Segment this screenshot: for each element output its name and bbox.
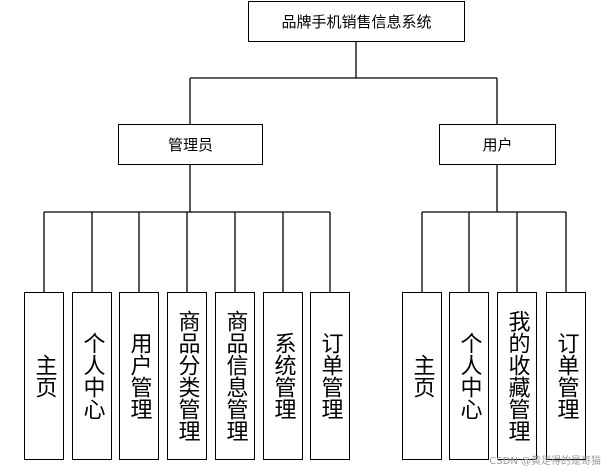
module-node-home: 主页 — [24, 292, 64, 460]
module-node-profile: 个人中心 — [72, 292, 112, 460]
branch-node-user: 用户 — [439, 124, 556, 165]
module-node-system-management: 系统管理 — [263, 292, 303, 460]
module-node-order-management: 订单管理 — [310, 292, 350, 460]
module-label: 订单管理 — [553, 332, 579, 420]
module-node-user-order-management: 订单管理 — [546, 292, 586, 460]
module-node-user-home: 主页 — [402, 292, 442, 460]
module-node-product-management: 商品信息管理 — [215, 292, 255, 460]
root-label: 品牌手机销售信息系统 — [281, 13, 432, 31]
module-label: 主页 — [409, 354, 435, 398]
module-label: 商品分类管理 — [174, 310, 200, 442]
module-label: 个人中心 — [456, 332, 482, 420]
module-node-category-management: 商品分类管理 — [167, 292, 207, 460]
branch-node-admin: 管理员 — [118, 124, 263, 165]
module-node-favorites-management: 我的收藏管理 — [497, 292, 537, 460]
branch-label-admin: 管理员 — [167, 136, 213, 154]
branch-label-user: 用户 — [482, 136, 513, 154]
module-label: 系统管理 — [270, 332, 296, 420]
module-node-user-profile: 个人中心 — [449, 292, 489, 460]
watermark: CSDN @黄足得的是哥猫 — [489, 456, 601, 467]
module-label: 用户管理 — [126, 332, 152, 420]
module-label: 个人中心 — [79, 332, 105, 420]
module-label: 商品信息管理 — [222, 310, 248, 442]
module-label: 我的收藏管理 — [504, 310, 530, 442]
module-node-user-management: 用户管理 — [119, 292, 159, 460]
module-label: 订单管理 — [317, 332, 343, 420]
module-label: 主页 — [31, 354, 57, 398]
root-node: 品牌手机销售信息系统 — [248, 1, 465, 42]
